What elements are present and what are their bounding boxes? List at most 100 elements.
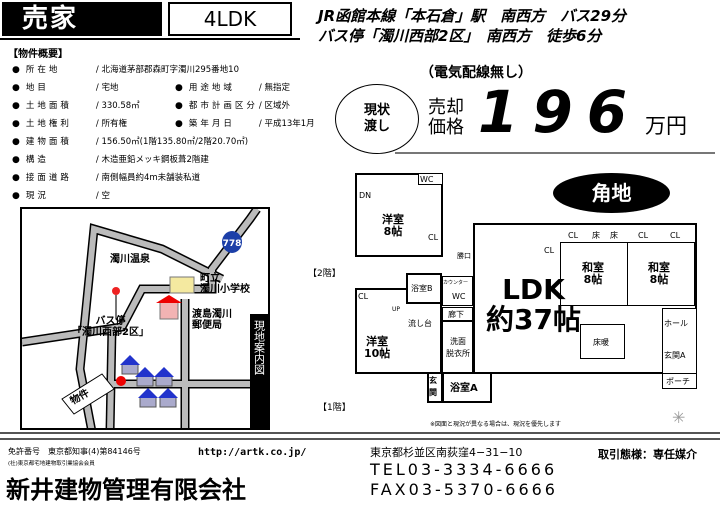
floorplan-note: ※図面と現況が異なる場合は、現況を優先します [430, 421, 562, 428]
field-label: 用途地域 [188, 83, 235, 93]
overview-row: ●構造/ 木造亜鉛メッキ鋼板葺2階建 [12, 155, 209, 165]
field-value: 宅地 [101, 83, 119, 93]
field-value: 木造亜鉛メッキ鋼板葺2階建 [101, 155, 209, 165]
bus-stop-icon [112, 287, 120, 295]
overview-row: ●土地権利/ 所有権 [12, 119, 127, 129]
field-value: 無指定 [264, 83, 290, 93]
field-label: 現況 [25, 191, 49, 201]
field-value: 北海道茅部郡森町字濁川295番地10 [101, 65, 239, 75]
listing-type: 売家 [2, 2, 162, 36]
divider [0, 432, 720, 434]
overview-row: ●用途地域/ 無指定 [175, 83, 290, 93]
location-map: 778 濁川温泉 町立 濁川小学校 バス停 「濁川西部2区」 渡島濁川 郵便局 … [20, 207, 270, 430]
price-label-text: 売却 価格 [428, 97, 464, 138]
closet-label: CL [638, 231, 649, 240]
post-office-icon [159, 300, 179, 320]
footer: 免許番号 東京都知事(4)第84146号 (社)東京都宅地建物取引業協会会員 新… [0, 438, 720, 506]
phone: TEL03-3334-6666 [370, 460, 558, 479]
bullet-icon: ● [12, 191, 20, 201]
field-label: 所在地 [25, 65, 61, 75]
property-overview: 【物件概要】 [8, 45, 68, 64]
field-label: 土地権利 [25, 119, 72, 129]
field-label: 接面道路 [25, 173, 72, 183]
layout-badge: 4LDK [168, 2, 292, 36]
washroom-label: 洗面 脱衣所 [446, 337, 470, 358]
corner-lot-badge: 角地 [553, 173, 670, 213]
floor-heating [580, 324, 625, 359]
room-bath-b [406, 273, 442, 304]
room-hallway [442, 307, 473, 321]
overview-row: ●土地面積/ 330.58㎡ [12, 101, 140, 111]
porch-label: ポーチ [666, 377, 690, 386]
field-value: 南側幅員約4m未舗装私道 [101, 173, 201, 183]
washitsu2-label: 和室 8帖 [648, 261, 670, 286]
map-label-bus-stop: バス停 「濁川西部2区」 [72, 316, 149, 338]
wc2-label: WC [420, 175, 434, 184]
route-shield-icon [222, 231, 242, 253]
field-value: 区域外 [264, 101, 290, 111]
overview-row: ●都市計画区分/ 区域外 [175, 101, 290, 111]
bullet-icon: ● [175, 101, 183, 111]
bullet-icon: ● [12, 173, 20, 183]
bullet-icon: ● [12, 119, 20, 129]
overview-row: ●所在地/ 北海道茅部郡森町字濁川295番地10 [12, 65, 239, 75]
ldk-label: LDK 約37帖 [486, 273, 581, 336]
field-value: 平成13年1月 [264, 119, 315, 129]
alcove-label: 床 [592, 231, 600, 240]
route-number: 778 [223, 239, 242, 249]
room-wc2 [418, 173, 443, 185]
map-title: 現地案内図 [250, 314, 268, 428]
counter-label: カウンター [443, 280, 469, 286]
closet-label: CL [358, 292, 369, 301]
room-bath-a [442, 372, 492, 403]
overview-row: ●築年月日/ 平成13年1月 [175, 119, 315, 129]
bullet-icon: ● [12, 65, 20, 75]
website-link[interactable]: http://artk.co.jp/ [198, 447, 307, 458]
divider [0, 38, 300, 40]
washitsu1-label: 和室 8帖 [582, 261, 604, 286]
map-label-onsen: 濁川温泉 [110, 254, 150, 265]
bullet-icon: ● [12, 137, 20, 147]
bullet-icon: ● [12, 83, 20, 93]
field-label: 土地面積 [25, 101, 72, 111]
entrance-label: 玄 関 [429, 376, 437, 397]
field-label: 建物面積 [25, 137, 72, 147]
bullet-icon: ● [175, 83, 183, 93]
room-wc1 [442, 276, 473, 306]
field-label: 都市計画区分 [188, 101, 258, 111]
backdoor-label: 勝口 [457, 252, 471, 260]
map-title-text: 現地案内図 [252, 320, 266, 375]
field-value: 330.58㎡ [101, 101, 140, 111]
hall-label: ホール [664, 319, 688, 328]
transaction-type: 取引態様：専任媒介 [598, 448, 697, 461]
overview-row: ●建物面積/ 156.50㎡(1階135.80㎡/2階20.70㎡) [12, 137, 249, 147]
bullet-icon: ● [12, 101, 20, 111]
map-label-post-office: 渡島濁川 郵便局 [192, 309, 232, 331]
floor-heating-label: 床暖 [593, 338, 609, 347]
stairs-down-label: DN [359, 191, 372, 200]
room-hall [662, 308, 697, 374]
closet-label: CL [568, 231, 579, 240]
field-label: 構造 [25, 155, 49, 165]
western10-label: 洋室 10帖 [364, 335, 391, 360]
closet-label: CL [544, 246, 555, 255]
price-value: 196 [478, 78, 642, 146]
alcove-label: 床 [610, 231, 618, 240]
closet-label: CL [670, 231, 681, 240]
western8-label: 洋室 8帖 [382, 213, 404, 238]
map-label-school: 町立 濁川小学校 [200, 273, 250, 295]
bathA-label: 浴室A [450, 383, 478, 394]
overview-row: ●地目/ 宅地 [12, 83, 119, 93]
bathB-label: 浴室B [411, 284, 433, 293]
bullet-icon: ● [175, 119, 183, 129]
compass-icon: ✳ [672, 408, 686, 427]
access-line: バス停「濁川西部2区」 南西方 徒歩6分 [318, 27, 602, 45]
as-is-badge: 現状 渡し [335, 84, 419, 154]
overview-row: ●接面道路/ 南側幅員約4m未舗装私道 [12, 173, 201, 183]
room-washitsu-1 [560, 242, 628, 306]
hallway-label: 廊下 [448, 310, 464, 319]
property-marker-icon [116, 376, 126, 386]
room-western-8 [355, 173, 443, 257]
field-label: 築年月日 [188, 119, 235, 129]
license-number: 免許番号 東京都知事(4)第84146号 [8, 447, 141, 456]
